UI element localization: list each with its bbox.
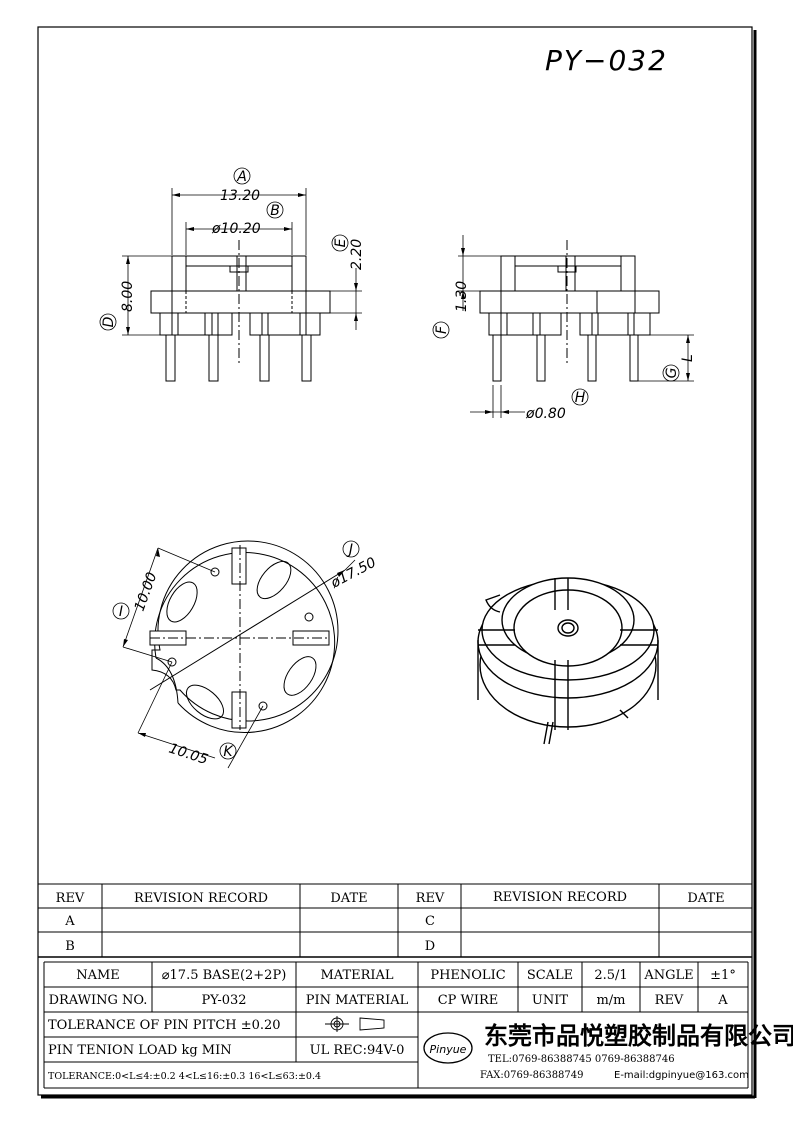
material-value: PHENOLIC <box>430 968 505 983</box>
dim-g-balloon <box>662 364 680 382</box>
drawing-no-value: PY-032 <box>201 993 246 1008</box>
dim-h-label: H <box>575 390 586 406</box>
bottom-view-arrows <box>123 548 345 737</box>
dim-b-label: B <box>270 203 280 219</box>
dim-k-label: K <box>223 744 234 760</box>
dim-b-balloon <box>266 201 284 219</box>
date-header-left: DATE <box>330 891 367 906</box>
front-view-dimensions <box>122 188 362 336</box>
dim-j-balloon <box>342 540 360 558</box>
projection-symbol-icon <box>325 1016 385 1032</box>
drawing-number: PY−032 <box>545 44 668 77</box>
dim-d-label: D <box>101 316 117 327</box>
revision-record-header-right: REVISION RECORD <box>493 890 627 905</box>
dim-f-balloon <box>432 321 450 339</box>
title-block-lines <box>38 883 752 1089</box>
company-email: E-mail:dgpinyue@163.com <box>614 1070 749 1081</box>
front-view <box>150 240 331 382</box>
dim-b-value: ø10.20 <box>211 221 261 237</box>
dim-f-value: 1.30 <box>454 281 470 312</box>
pin-material-value: CP WIRE <box>438 993 499 1008</box>
front-view-arrows <box>126 193 358 335</box>
pin-pitch-tolerance: TOLERANCE OF PIN PITCH ±0.20 <box>48 1018 281 1033</box>
pin-material-label: PIN MATERIAL <box>306 993 409 1008</box>
dim-e-value: 2.20 <box>349 239 365 270</box>
unit-value: m/m <box>596 993 625 1008</box>
bottom-view <box>149 540 346 733</box>
bottom-view-dimensions <box>122 547 356 769</box>
dim-a-value: 13.20 <box>220 188 260 204</box>
revision-record-header-left: REVISION RECORD <box>134 891 268 906</box>
drawing-no-label: DRAWING NO. <box>49 993 148 1008</box>
rev-label: REV <box>655 993 684 1008</box>
company-fax: FAX:0769-86388749 <box>480 1070 584 1081</box>
dim-i-label: I <box>119 604 123 620</box>
angle-label: ANGLE <box>643 968 693 983</box>
date-header-right: DATE <box>687 891 724 906</box>
rev-value: A <box>717 993 728 1008</box>
dim-e-balloon <box>331 234 349 252</box>
dim-h-value: ø0.80 <box>525 406 566 422</box>
dim-e-label: E <box>333 238 349 247</box>
dim-f-label: F <box>434 325 450 334</box>
dim-a-balloon <box>233 167 251 185</box>
rev-header-right: REV <box>416 891 445 906</box>
scale-label: SCALE <box>527 968 573 983</box>
dim-d-balloon <box>99 313 117 331</box>
dim-k-balloon <box>219 742 237 760</box>
dim-d-value: 8.00 <box>120 281 136 312</box>
company-name: 东莞市品悦塑胶制品有限公司 <box>484 1021 793 1050</box>
dim-i-balloon <box>112 602 130 620</box>
name-value: ⌀17.5 BASE(2+2P) <box>162 968 287 983</box>
company-tel: TEL:0769-86388745 0769-86388746 <box>488 1054 675 1065</box>
ul-rec: UL REC:94V-0 <box>310 1043 405 1058</box>
pin-tension: PIN TENION LOAD kg MIN <box>48 1043 232 1058</box>
dim-k-value: 10.05 <box>167 741 210 769</box>
isometric-view <box>477 577 659 745</box>
material-label: MATERIAL <box>320 968 393 983</box>
dim-g-value: L <box>680 354 696 362</box>
rev-row-d: D <box>425 939 435 954</box>
rev-row-a: A <box>64 914 75 929</box>
drawing-border <box>37 26 753 1096</box>
side-view <box>479 240 660 382</box>
dim-j-label: J <box>346 542 353 558</box>
angle-value: ±1° <box>710 968 736 983</box>
rev-row-b: B <box>65 939 75 954</box>
unit-label: UNIT <box>532 993 568 1008</box>
dim-i-value: 10.00 <box>132 570 161 613</box>
side-view-arrows <box>461 248 690 414</box>
pinyue-logo-icon: Pinyue <box>423 1032 473 1064</box>
scale-value: 2.5/1 <box>594 968 627 983</box>
rev-header-left: REV <box>56 891 85 906</box>
tolerance-note: TOLERANCE:0<L≤4:±0.2 4<L≤16:±0.3 16<L≤63… <box>48 1071 321 1082</box>
dim-g-label: G <box>664 367 680 378</box>
dim-j-value: ø17.50 <box>327 555 378 592</box>
name-label: NAME <box>76 968 120 983</box>
logo-text: Pinyue <box>430 1043 467 1056</box>
rev-row-c: C <box>425 914 435 929</box>
dim-a-label: A <box>236 169 247 185</box>
dim-h-balloon <box>571 388 589 406</box>
